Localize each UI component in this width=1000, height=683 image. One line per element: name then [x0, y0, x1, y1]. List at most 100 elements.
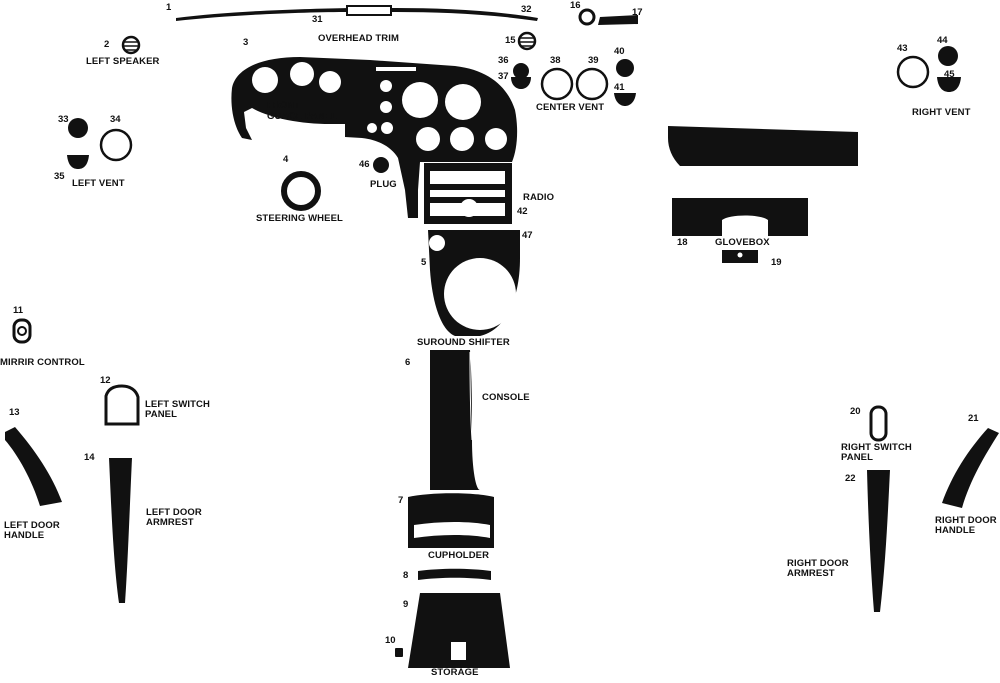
left-vent-35: [67, 155, 89, 169]
left-vent-ring-34: [99, 128, 133, 162]
center-vent-41: [614, 93, 636, 106]
label-glovebox: GLOVEBOX: [715, 237, 770, 248]
left-door-armrest-piece: [109, 458, 132, 603]
part-number-8: 8: [403, 570, 409, 581]
overhead-trim-piece: [176, 8, 538, 21]
center-vent-37: [511, 77, 531, 89]
right-dash-strip-piece: [668, 126, 858, 166]
part-number-6: 6: [405, 357, 411, 368]
left-door-handle-piece: [5, 427, 62, 506]
radio-surround-piece: [424, 163, 512, 224]
center-vent-ring-38: [540, 67, 574, 101]
right-vent-45: [937, 77, 961, 92]
label-console: CONSOLE: [482, 392, 530, 403]
label-left-door-handle-line2: HANDLE: [4, 530, 45, 541]
part-number-4: 4: [283, 154, 289, 165]
label-cupholder: CUPHOLDER: [428, 550, 490, 561]
part-number-16: 16: [570, 0, 581, 11]
label-left-door-handle-line1: LEFT DOOR: [4, 520, 60, 531]
part-number-17: 17: [632, 7, 643, 18]
label-front-gauge-panel-line1: FRONT: [267, 100, 301, 111]
piece-17: [598, 15, 638, 25]
label-left-vent: LEFT VENT: [72, 178, 125, 189]
left-speaker-piece: [121, 35, 141, 55]
part-number-3: 3: [243, 37, 249, 48]
part-number-45: 45: [944, 69, 955, 80]
part-number-5: 5: [421, 257, 427, 268]
part-number-19: 19: [771, 257, 782, 268]
label-left-speaker: LEFT SPEAKER: [86, 56, 160, 67]
center-vent-40: [616, 59, 634, 77]
label-left-switch-panel-line1: LEFT SWITCH: [145, 399, 210, 410]
left-vent-33: [68, 118, 88, 138]
right-door-handle-piece: [942, 428, 999, 508]
part-number-12: 12: [100, 375, 111, 386]
label-right-switch-panel-line2: PANEL: [841, 452, 873, 463]
part-number-20: 20: [850, 406, 861, 417]
part-number-35: 35: [54, 171, 65, 182]
label-overhead-trim: OVERHEAD TRIM: [318, 33, 399, 44]
right-vent-ring-43: [896, 55, 930, 89]
left-switch-panel-piece: [104, 384, 140, 426]
label-surround-shifter: SUROUND SHIFTER: [417, 337, 510, 348]
label-front-gauge-panel-line2: GUAGE PANEL: [267, 111, 338, 122]
part-number-15: 15: [505, 35, 516, 46]
part-number-13: 13: [9, 407, 20, 418]
label-right-door-armrest-line1: RIGHT DOOR: [787, 558, 849, 569]
piece-16: [578, 8, 596, 26]
storage-piece: [408, 593, 510, 668]
label-right-door-handle-line2: HANDLE: [935, 525, 976, 536]
part-number-33: 33: [58, 114, 69, 125]
part-number-11: 11: [13, 305, 24, 316]
part-number-42: 42: [517, 206, 528, 217]
part-number-9: 9: [403, 599, 409, 610]
center-vent-ring-39: [575, 67, 609, 101]
part-number-34: 34: [110, 114, 121, 125]
cupholder-piece: [408, 493, 494, 548]
console-strip-piece: [418, 568, 491, 580]
right-door-armrest-piece: [867, 470, 890, 612]
label-left-door-armrest-line2: ARMREST: [146, 517, 194, 528]
right-vent-44: [938, 46, 958, 66]
piece-10: [395, 648, 403, 657]
label-right-switch-panel-line1: RIGHT SWITCH: [841, 442, 912, 453]
part-number-38: 38: [550, 55, 561, 66]
part-number-1: 1: [166, 2, 172, 13]
part-number-2: 2: [104, 39, 110, 50]
glovebox-piece: [672, 198, 808, 236]
label-left-door-armrest-line1: LEFT DOOR: [146, 507, 202, 518]
label-right-vent: RIGHT VENT: [912, 107, 971, 118]
label-plug: PLUG: [370, 179, 397, 190]
part-number-39: 39: [588, 55, 599, 66]
part-number-31: 31: [312, 14, 323, 25]
label-right-door-armrest-line2: ARMREST: [787, 568, 835, 579]
part-number-14: 14: [84, 452, 95, 463]
right-switch-panel-piece: [869, 405, 888, 442]
mirror-control-piece: [12, 318, 32, 344]
part-number-21: 21: [968, 413, 979, 424]
part-number-32: 32: [521, 4, 532, 15]
label-center-vent: CENTER VENT: [536, 102, 605, 113]
label-steering-wheel: STEERING WHEEL: [256, 213, 343, 224]
part-number-43: 43: [897, 43, 908, 54]
steering-wheel-piece: [281, 171, 321, 211]
part-number-7: 7: [398, 495, 404, 506]
label-left-switch-panel-line2: PANEL: [145, 409, 177, 420]
part-number-22: 22: [845, 473, 856, 484]
part-number-40: 40: [614, 46, 625, 57]
plug-piece: [373, 157, 389, 173]
part-number-47: 47: [522, 230, 533, 241]
part-number-41: 41: [614, 82, 625, 93]
part-number-37: 37: [498, 71, 509, 82]
part-number-36: 36: [498, 55, 509, 66]
part-number-46: 46: [359, 159, 370, 170]
console-piece: [430, 350, 480, 490]
center-vent-36: [513, 63, 529, 79]
overhead-trim-center-piece: [346, 5, 392, 16]
part-number-18: 18: [677, 237, 688, 248]
label-mirror-control: MIRRIR CONTROL: [0, 357, 85, 368]
center-speaker-piece: [517, 31, 537, 51]
label-right-door-handle-line1: RIGHT DOOR: [935, 515, 997, 526]
part-number-10: 10: [385, 635, 396, 646]
